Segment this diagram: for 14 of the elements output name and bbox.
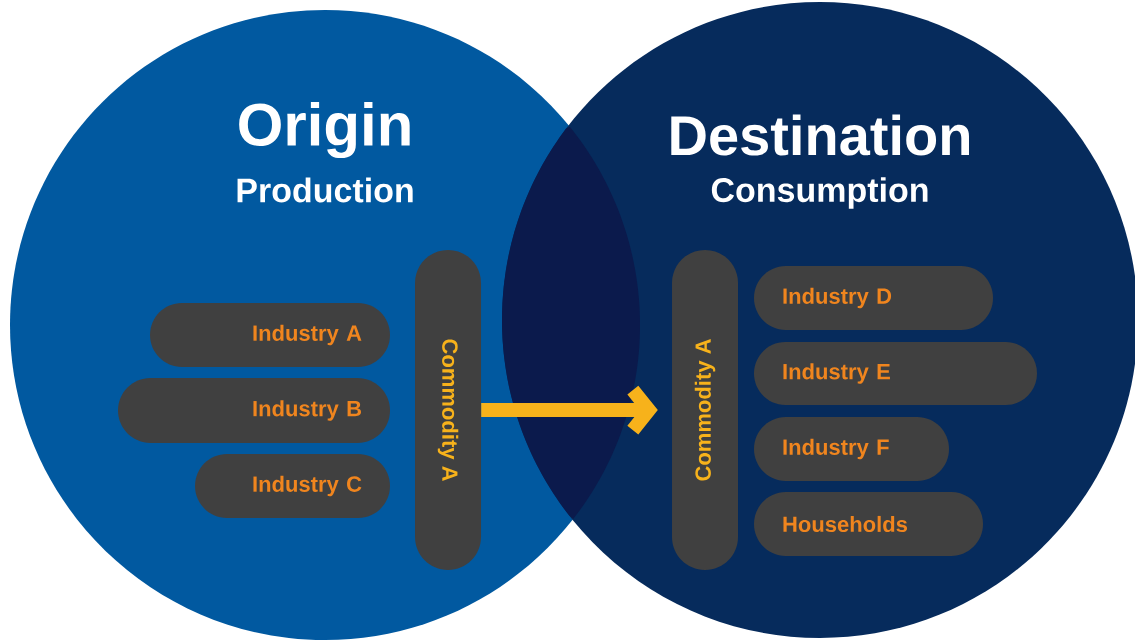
heading-text: Destination [671,114,969,156]
industry-pill: Industry B [118,378,390,443]
commodity-pill: Commodity A [672,250,738,570]
industry-pill: Households [754,492,983,556]
subheading-text: Consumption [711,177,928,209]
industry-pill: Industry D [754,266,993,330]
industry-pill: Industry C [195,454,390,518]
heading-text: Origin [239,101,410,159]
arrow [481,385,658,435]
subheading-text: Production [237,177,413,203]
industry-pill: Industry A [150,303,390,367]
industry-pill: Industry F [754,417,949,481]
industry-pill: Industry E [754,342,1037,405]
commodity-pill: Commodity A [415,250,481,570]
